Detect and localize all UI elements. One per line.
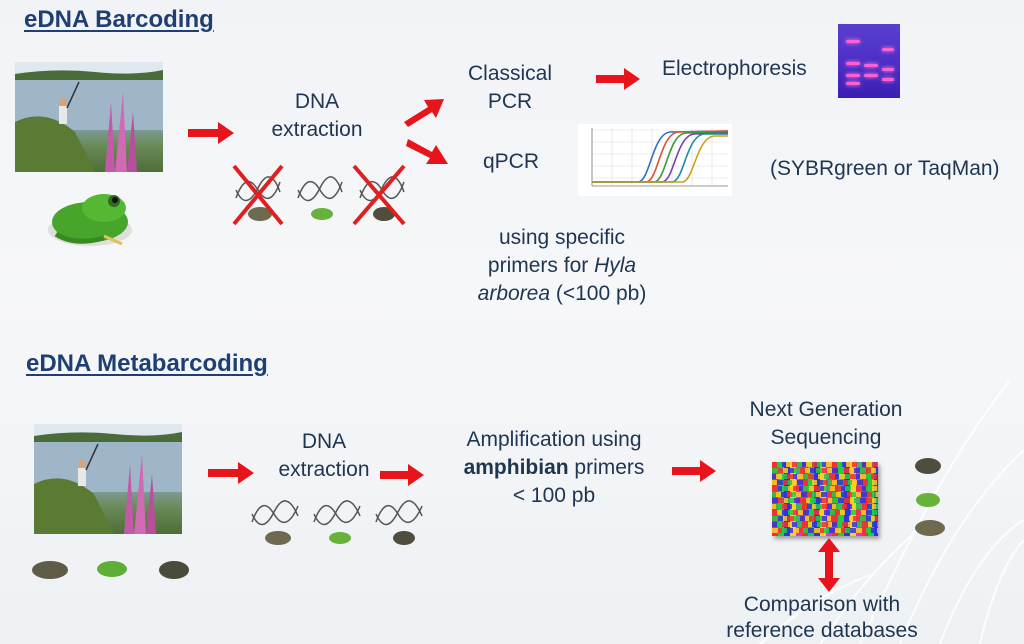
- primers-line2-text: primers for: [487, 254, 595, 277]
- toad-icon: [265, 531, 291, 545]
- arrow-to-qpcr: [406, 139, 448, 164]
- electrophoresis-gel-image: [838, 24, 900, 98]
- meta-dna-label-line1: DNA: [301, 430, 347, 453]
- amplification-line1: Amplification using: [466, 428, 642, 451]
- double-arrow-to-comparison: [818, 538, 840, 592]
- toad-icon: [32, 561, 68, 579]
- barcoding-title: eDNA Barcoding: [24, 6, 214, 33]
- pond-scene-icon: [34, 424, 182, 534]
- primers-line3: arborea (<100 pb): [462, 280, 662, 308]
- comparison-line2: reference databases: [726, 619, 918, 642]
- toad-icon: [159, 561, 189, 579]
- primers-species-genus: Hyla: [594, 254, 637, 277]
- dna-helix-icon: [251, 500, 423, 526]
- sequence-alignment-image: [772, 462, 878, 536]
- metabarcoding-dna-strands: [251, 500, 423, 545]
- comparison-label: Comparison with reference databases: [706, 592, 938, 644]
- ngs-line1: Next Generation: [749, 398, 903, 421]
- amplification-line2-text: primers: [568, 456, 645, 479]
- amplification-line3: < 100 pb: [512, 484, 596, 507]
- electrophoresis-label: Electrophoresis: [662, 57, 807, 80]
- dna-label-line2: extraction: [271, 118, 363, 141]
- amplification-line2: amphibian primers: [446, 454, 662, 482]
- small-frog-icon: [916, 493, 940, 507]
- toad-icon: [915, 458, 941, 474]
- barcoding-dna-strands: [232, 164, 406, 226]
- classical-pcr-line2: PCR: [487, 90, 533, 113]
- primers-line2: primers for Hyla: [462, 252, 662, 280]
- pond-scene-icon: [15, 62, 163, 172]
- ngs-line2: Sequencing: [770, 426, 882, 449]
- small-frog-icon: [329, 532, 351, 544]
- primers-line3-text: (<100 pb): [550, 282, 647, 305]
- toad-icon: [393, 531, 415, 545]
- arrow-to-classical-pcr: [404, 99, 444, 127]
- metabarcoding-dna-extraction-label: DNA extraction: [268, 428, 380, 484]
- qpcr-label: qPCR: [483, 150, 540, 173]
- tree-frog-icon: [48, 194, 132, 246]
- metabarcoding-title: eDNA Metabarcoding: [26, 350, 268, 377]
- toad-icon: [915, 520, 945, 536]
- ngs-label: Next Generation Sequencing: [730, 396, 922, 452]
- arrow-to-electrophoresis: [596, 68, 640, 90]
- toad-icon: [248, 207, 272, 221]
- primers-species-epithet: arborea: [477, 282, 551, 305]
- toad-icon: [373, 207, 395, 221]
- pond-sampling-photo-2: [34, 424, 182, 534]
- qpcr-amplification-curves-image: [578, 124, 732, 196]
- sybr-taqman-label: (SYBRgreen or TaqMan): [770, 157, 1000, 180]
- specific-primers-label: using specific primers for Hyla arborea …: [462, 224, 662, 308]
- arrow-to-ngs: [672, 460, 716, 482]
- cross-icon: [232, 164, 284, 226]
- classical-pcr-label: Classical PCR: [456, 60, 564, 116]
- small-frog-icon: [97, 561, 127, 577]
- amplification-bold-word: amphibian: [463, 456, 569, 479]
- identified-species-column: [915, 458, 945, 536]
- arrow-to-amplification: [380, 464, 424, 486]
- classical-pcr-line1: Classical: [467, 62, 553, 85]
- arrow-to-meta-dna-extraction: [208, 462, 254, 484]
- arrow-to-dna-extraction: [188, 122, 234, 144]
- barcoding-dna-extraction-label: DNA extraction: [262, 88, 372, 144]
- small-frog-icon: [311, 208, 333, 220]
- cross-icon: [352, 164, 406, 226]
- amphibian-species-row: [32, 561, 189, 579]
- meta-dna-label-line2: extraction: [278, 458, 370, 481]
- pond-sampling-photo: [15, 62, 163, 172]
- amplification-label: Amplification using amphibian primers < …: [446, 426, 662, 510]
- dna-label-line1: DNA: [294, 90, 340, 113]
- primers-line1: using specific: [498, 226, 626, 249]
- comparison-line1: Comparison with: [743, 593, 901, 616]
